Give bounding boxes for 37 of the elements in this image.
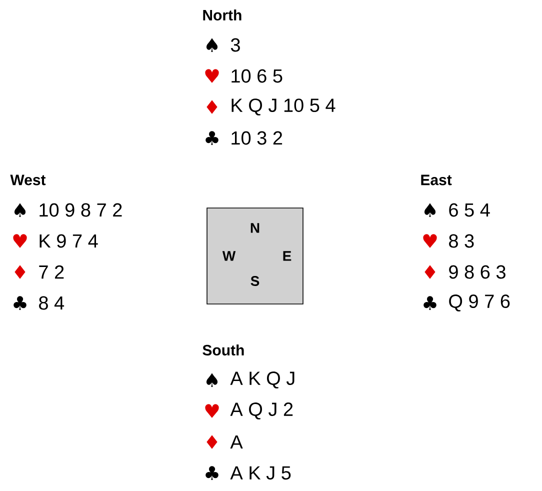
- card-ranks: A: [230, 435, 243, 449]
- suit-symbol: ♥: [205, 404, 219, 418]
- card-ranks: Q 9 7 6: [449, 294, 510, 312]
- card-ranks: 7 2: [39, 265, 64, 279]
- card-ranks: A K Q J: [230, 372, 294, 388]
- suit-symbol: ♥: [423, 234, 437, 248]
- card-ranks: A K J 5: [230, 466, 291, 480]
- card-ranks: K 9 7 4: [40, 234, 98, 248]
- card-ranks: 10 3 2: [232, 131, 282, 145]
- card-ranks: K Q J 10 5 4: [232, 98, 336, 116]
- hand-heading: North: [203, 10, 242, 20]
- suit-symbol: ♣: [206, 131, 218, 145]
- suit-symbol: ♦: [14, 265, 26, 279]
- suit-symbol: ♥: [205, 69, 219, 83]
- card-ranks: 8 3: [449, 234, 474, 248]
- suit-symbol: ♠: [206, 373, 218, 387]
- hand-heading: South: [202, 344, 244, 356]
- suit-symbol: ♣: [206, 466, 218, 480]
- suit-symbol: ♣: [424, 296, 436, 310]
- card-ranks: 8 4: [39, 296, 64, 310]
- hand-heading: West: [10, 174, 46, 186]
- suit-symbol: ♠: [14, 203, 26, 217]
- compass-box: N W E S: [206, 208, 304, 304]
- card-ranks: 3: [230, 38, 240, 52]
- card-ranks: A Q J 2: [230, 402, 293, 420]
- suit-symbol: ♠: [206, 38, 218, 52]
- suit-symbol: ♠: [424, 203, 436, 217]
- card-ranks: 10 9 8 7 2: [40, 203, 122, 217]
- suit-symbol: ♦: [206, 435, 218, 449]
- card-ranks: 6 5 4: [449, 203, 490, 217]
- card-ranks: 9 8 6 3: [449, 265, 506, 279]
- card-ranks: 10 6 5: [232, 69, 282, 83]
- suit-symbol: ♣: [14, 296, 26, 310]
- hand-heading: East: [421, 174, 452, 186]
- suit-symbol: ♦: [206, 100, 218, 114]
- suit-symbol: ♥: [13, 234, 27, 248]
- suit-symbol: ♦: [424, 265, 436, 279]
